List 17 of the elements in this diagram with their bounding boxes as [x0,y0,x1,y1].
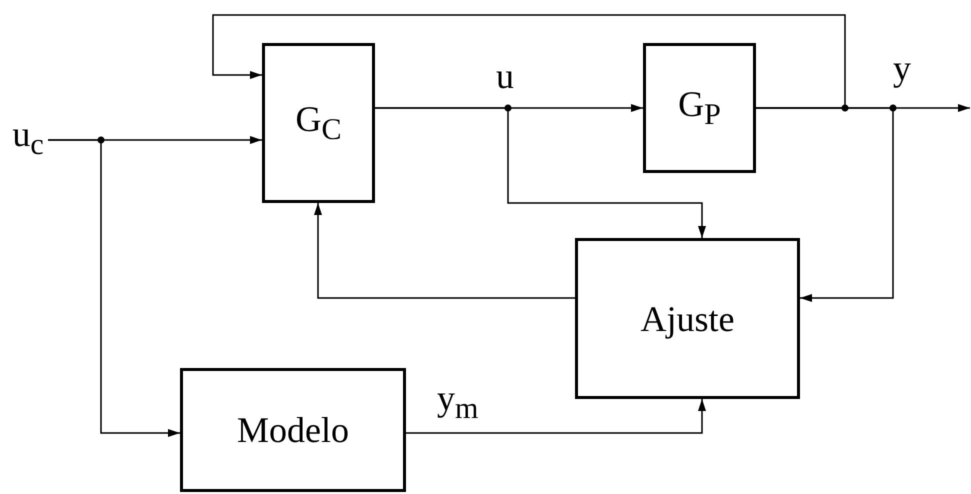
process-box [180,368,406,492]
edge-label: u [496,58,514,94]
block-label: Modelo [237,412,349,448]
block-label: G$_{P}$ [678,86,721,130]
edge-label: y$_{m}$ [437,380,478,424]
block-label: Ajuste [640,300,734,336]
arrow [314,203,575,299]
edge-label: y [893,50,911,86]
arrow [375,107,706,238]
arrow [756,107,894,302]
signal-label: u$_{c}$ [12,116,44,160]
block-label: G$_{C}$ [295,100,342,146]
process-box [262,43,375,203]
process-box [575,238,800,399]
process-box [643,43,756,173]
arrow [48,139,180,437]
arrow [406,399,706,434]
